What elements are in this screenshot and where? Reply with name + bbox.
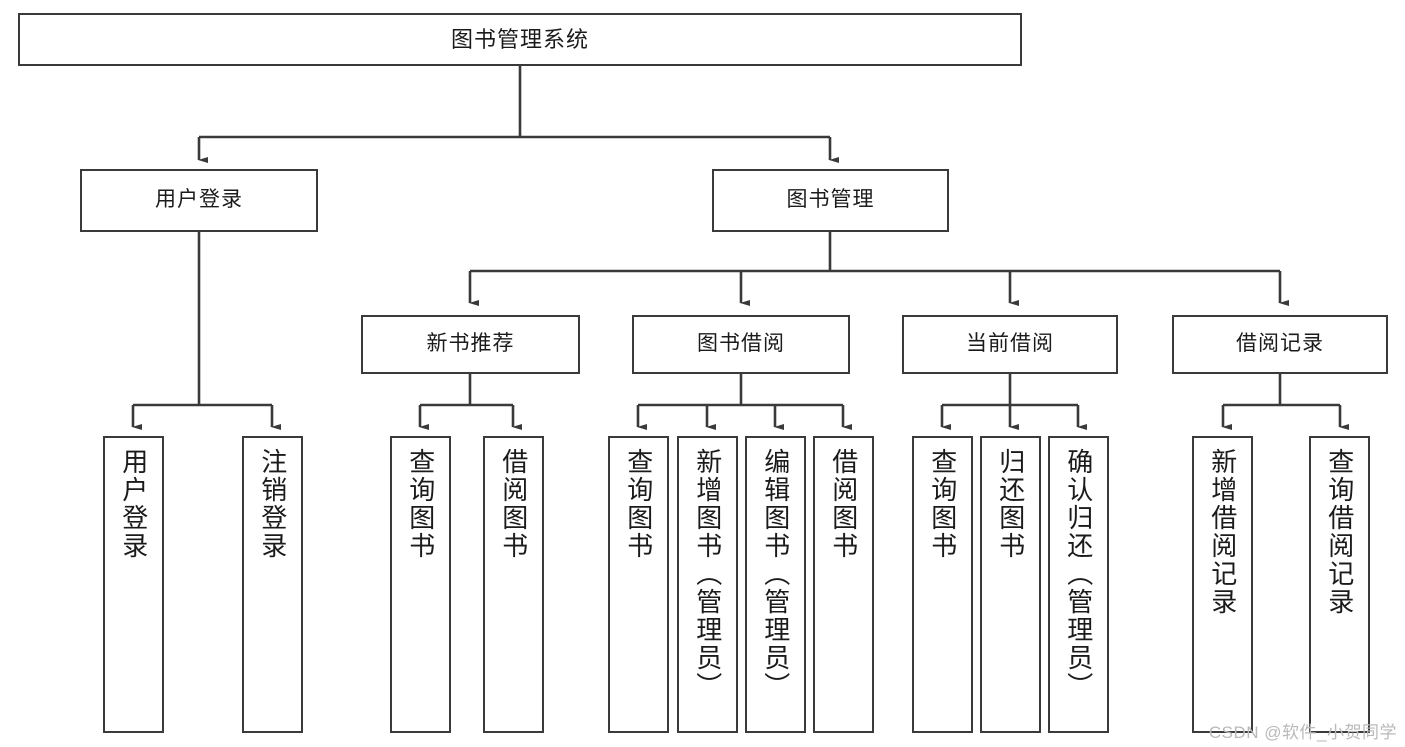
leaf-query-book-current[interactable]: 查询图书 xyxy=(912,436,973,733)
leaf-add-borrow-record[interactable]: 新增借阅记录 xyxy=(1192,436,1253,733)
node-label: 新书推荐 xyxy=(426,332,515,356)
node-label: 借阅图书 xyxy=(828,448,859,560)
node-label: 借阅图书 xyxy=(498,448,529,560)
leaf-borrow-book[interactable]: 借阅图书 xyxy=(813,436,874,733)
leaf-logout-login[interactable]: 注销登录 xyxy=(242,436,303,733)
leaf-user-login[interactable]: 用户登录 xyxy=(103,436,164,733)
leaf-query-book-recommend[interactable]: 查询图书 xyxy=(390,436,451,733)
node-label: 新增借阅记录 xyxy=(1207,448,1238,616)
node-label: 注销登录 xyxy=(257,448,288,560)
node-label: 新增图书（管理员） xyxy=(692,448,723,700)
leaf-query-book-borrow[interactable]: 查询图书 xyxy=(608,436,669,733)
node-label: 图书管理 xyxy=(786,188,875,212)
leaf-add-book-admin[interactable]: 新增图书（管理员） xyxy=(677,436,738,733)
node-book-borrow[interactable]: 图书借阅 xyxy=(632,315,850,374)
node-label: 查询借阅记录 xyxy=(1324,448,1355,616)
node-current-borrow[interactable]: 当前借阅 xyxy=(902,315,1118,374)
leaf-query-borrow-record[interactable]: 查询借阅记录 xyxy=(1309,436,1370,733)
node-new-book-recommend[interactable]: 新书推荐 xyxy=(361,315,580,374)
node-label: 查询图书 xyxy=(405,448,436,560)
leaf-return-book[interactable]: 归还图书 xyxy=(980,436,1041,733)
node-label: 当前借阅 xyxy=(966,332,1054,356)
node-user-login[interactable]: 用户登录 xyxy=(80,169,318,232)
node-borrow-record[interactable]: 借阅记录 xyxy=(1172,315,1388,374)
node-label: 编辑图书（管理员） xyxy=(760,448,791,700)
node-label: 用户登录 xyxy=(118,448,149,560)
leaf-edit-book-admin[interactable]: 编辑图书（管理员） xyxy=(745,436,806,733)
csdn-watermark: CSDN @软件_小贺同学 xyxy=(1208,723,1397,742)
node-root-book-management-system[interactable]: 图书管理系统 xyxy=(18,13,1022,66)
node-label: 归还图书 xyxy=(995,448,1026,560)
node-label: 图书管理系统 xyxy=(450,26,589,52)
node-label: 查询图书 xyxy=(927,448,958,560)
node-label: 查询图书 xyxy=(623,448,654,560)
node-label: 图书借阅 xyxy=(697,332,785,356)
node-label: 用户登录 xyxy=(155,188,243,212)
leaf-borrow-book-recommend[interactable]: 借阅图书 xyxy=(483,436,544,733)
node-label: 确认归还（管理员） xyxy=(1063,448,1094,700)
node-label: 借阅记录 xyxy=(1236,332,1324,356)
leaf-confirm-return-admin[interactable]: 确认归还（管理员） xyxy=(1048,436,1109,733)
node-book-management[interactable]: 图书管理 xyxy=(712,169,949,232)
